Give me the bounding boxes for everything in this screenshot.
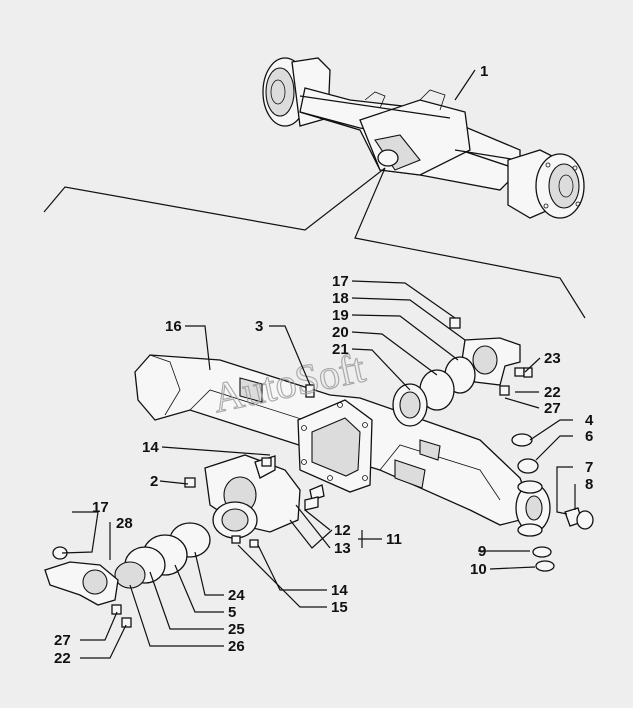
axle-assembly	[262, 57, 585, 219]
callout-16: 16	[165, 318, 182, 335]
callout-7: 7	[585, 459, 593, 476]
callout-8: 8	[585, 476, 593, 493]
callout-14: 14	[142, 439, 159, 456]
callout-27: 27	[544, 400, 561, 417]
callout-22: 22	[544, 384, 561, 401]
callout-10: 10	[470, 561, 487, 578]
leader-lines	[61, 280, 576, 659]
callout-23: 23	[544, 350, 561, 367]
callout-22-left: 22	[54, 650, 71, 667]
far-left-bracket	[44, 546, 132, 628]
right-support-bracket	[392, 317, 525, 427]
callout-19: 19	[332, 307, 349, 324]
callout-20: 20	[332, 324, 349, 341]
callout-25: 25	[228, 621, 245, 638]
callout-11: 11	[386, 531, 402, 548]
small-parts-right	[305, 367, 594, 572]
callout-6: 6	[585, 428, 593, 445]
callout-24: 24	[228, 587, 245, 604]
callout-2: 2	[150, 473, 158, 490]
callout-4: 4	[585, 412, 594, 429]
left-support-bracket	[114, 454, 325, 589]
callout-21: 21	[332, 341, 349, 358]
callout-26: 26	[228, 638, 245, 655]
callout-13: 13	[334, 540, 351, 557]
callout-labels: 1 17 18 19 20 21 23 22 27 16 3 4 6 14 7 …	[54, 63, 594, 667]
axle-housing	[134, 354, 551, 537]
callout-1: 1	[480, 63, 488, 80]
callout-18: 18	[332, 290, 349, 307]
callout-17-left: 17	[92, 499, 109, 516]
callout-14-lower: 14	[331, 582, 348, 599]
callout-27-left: 27	[54, 632, 71, 649]
callout-15: 15	[331, 599, 348, 616]
callout-12: 12	[334, 522, 351, 539]
callout-5: 5	[228, 604, 236, 621]
callout-9: 9	[478, 543, 486, 560]
callout-28: 28	[116, 515, 133, 532]
callout-3: 3	[255, 318, 263, 335]
callout-17: 17	[332, 273, 349, 290]
